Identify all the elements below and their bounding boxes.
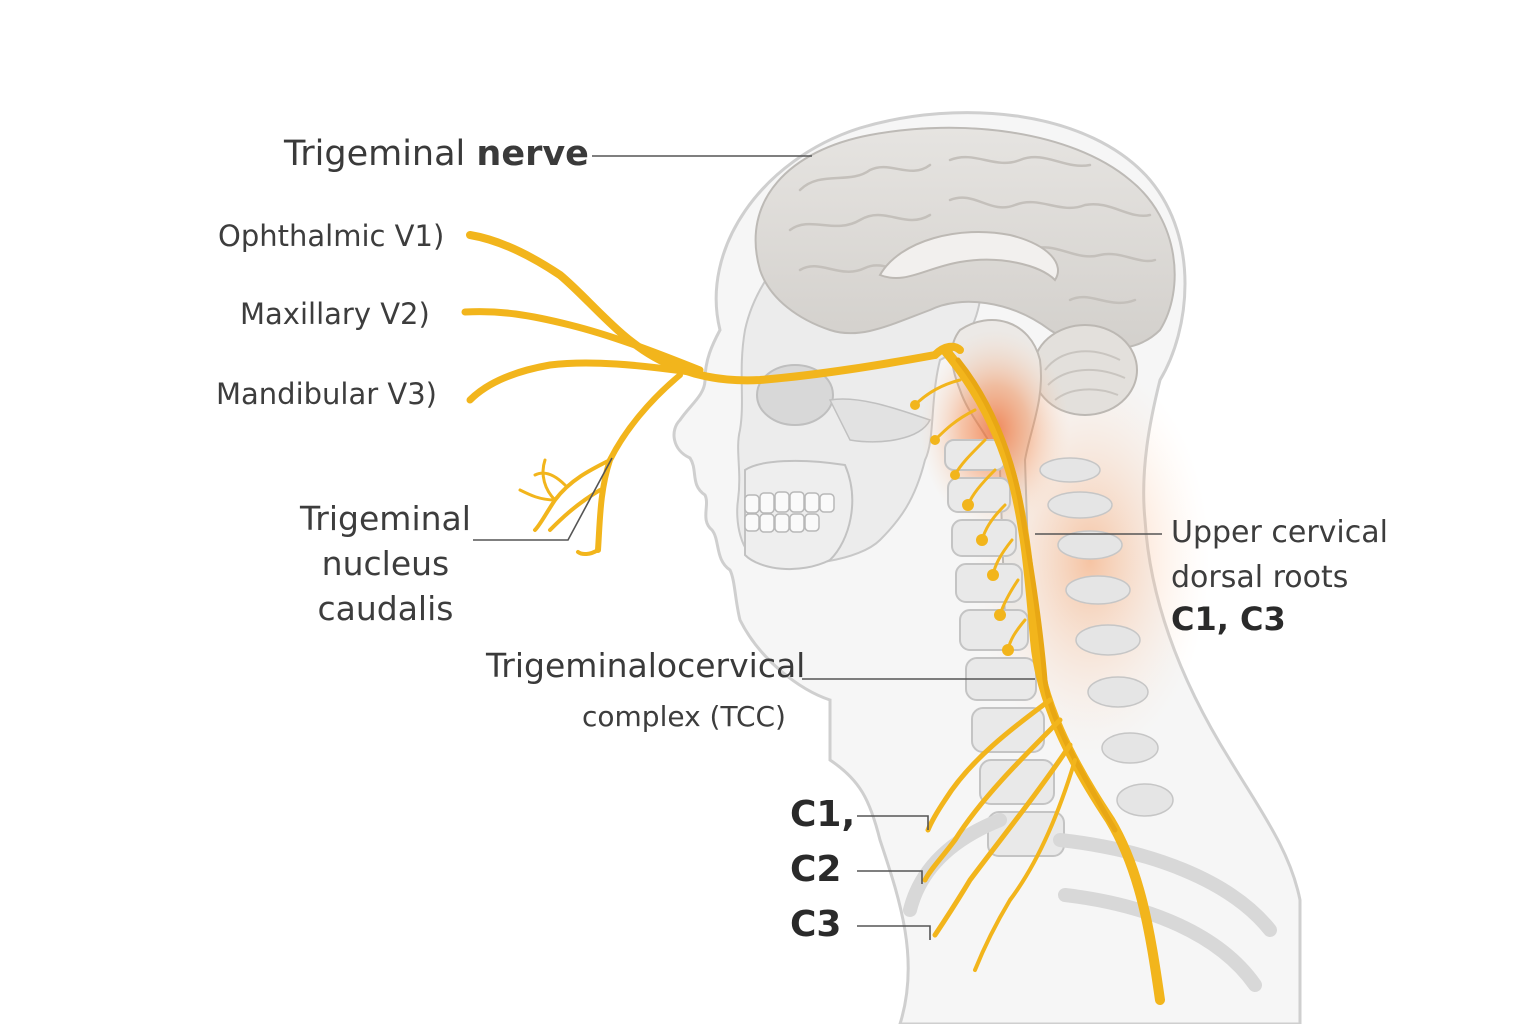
label-c1: C1, bbox=[790, 794, 856, 835]
label-upper-roots: C1, C3 bbox=[1171, 600, 1286, 638]
label-maxillary: Maxillary V2) bbox=[240, 297, 430, 331]
corpus-callosum bbox=[878, 231, 1059, 282]
upper-line-1: Upper cervical bbox=[1171, 515, 1388, 550]
label-tcc-line-1: Trigeminalocervical bbox=[486, 646, 806, 685]
trigeminal-nerve-title: Trigeminal nerve bbox=[284, 134, 589, 174]
spinous-processes bbox=[1039, 457, 1174, 817]
title-regular: Trigeminal bbox=[284, 134, 466, 174]
title-bold: nerve bbox=[476, 134, 589, 174]
leader-lines bbox=[473, 155, 1162, 940]
teeth bbox=[744, 491, 835, 533]
nucleus-line-3: caudalis bbox=[317, 589, 454, 628]
label-trigeminal-nucleus-caudalis: Trigeminal nucleus caudalis bbox=[300, 496, 471, 631]
label-upper-cervical: Upper cervical dorsal roots bbox=[1171, 510, 1388, 600]
label-c2: C2 bbox=[790, 849, 842, 890]
trigeminal-branches bbox=[461, 231, 964, 557]
spinal-cord-nerve bbox=[940, 345, 1165, 1005]
upper-line-2: dorsal roots bbox=[1171, 560, 1349, 595]
label-tcc-line-2: complex (TCC) bbox=[582, 700, 786, 733]
label-mandibular: Mandibular V3) bbox=[216, 377, 437, 411]
cervical-nerves-c1-c3 bbox=[922, 697, 1077, 972]
nucleus-line-1: Trigeminal bbox=[300, 499, 471, 538]
ganglia bbox=[910, 400, 1014, 656]
nucleus-line-2: nucleus bbox=[321, 544, 450, 583]
label-c3: C3 bbox=[790, 904, 842, 945]
label-ophthalmic: Ophthalmic V1) bbox=[218, 219, 445, 253]
